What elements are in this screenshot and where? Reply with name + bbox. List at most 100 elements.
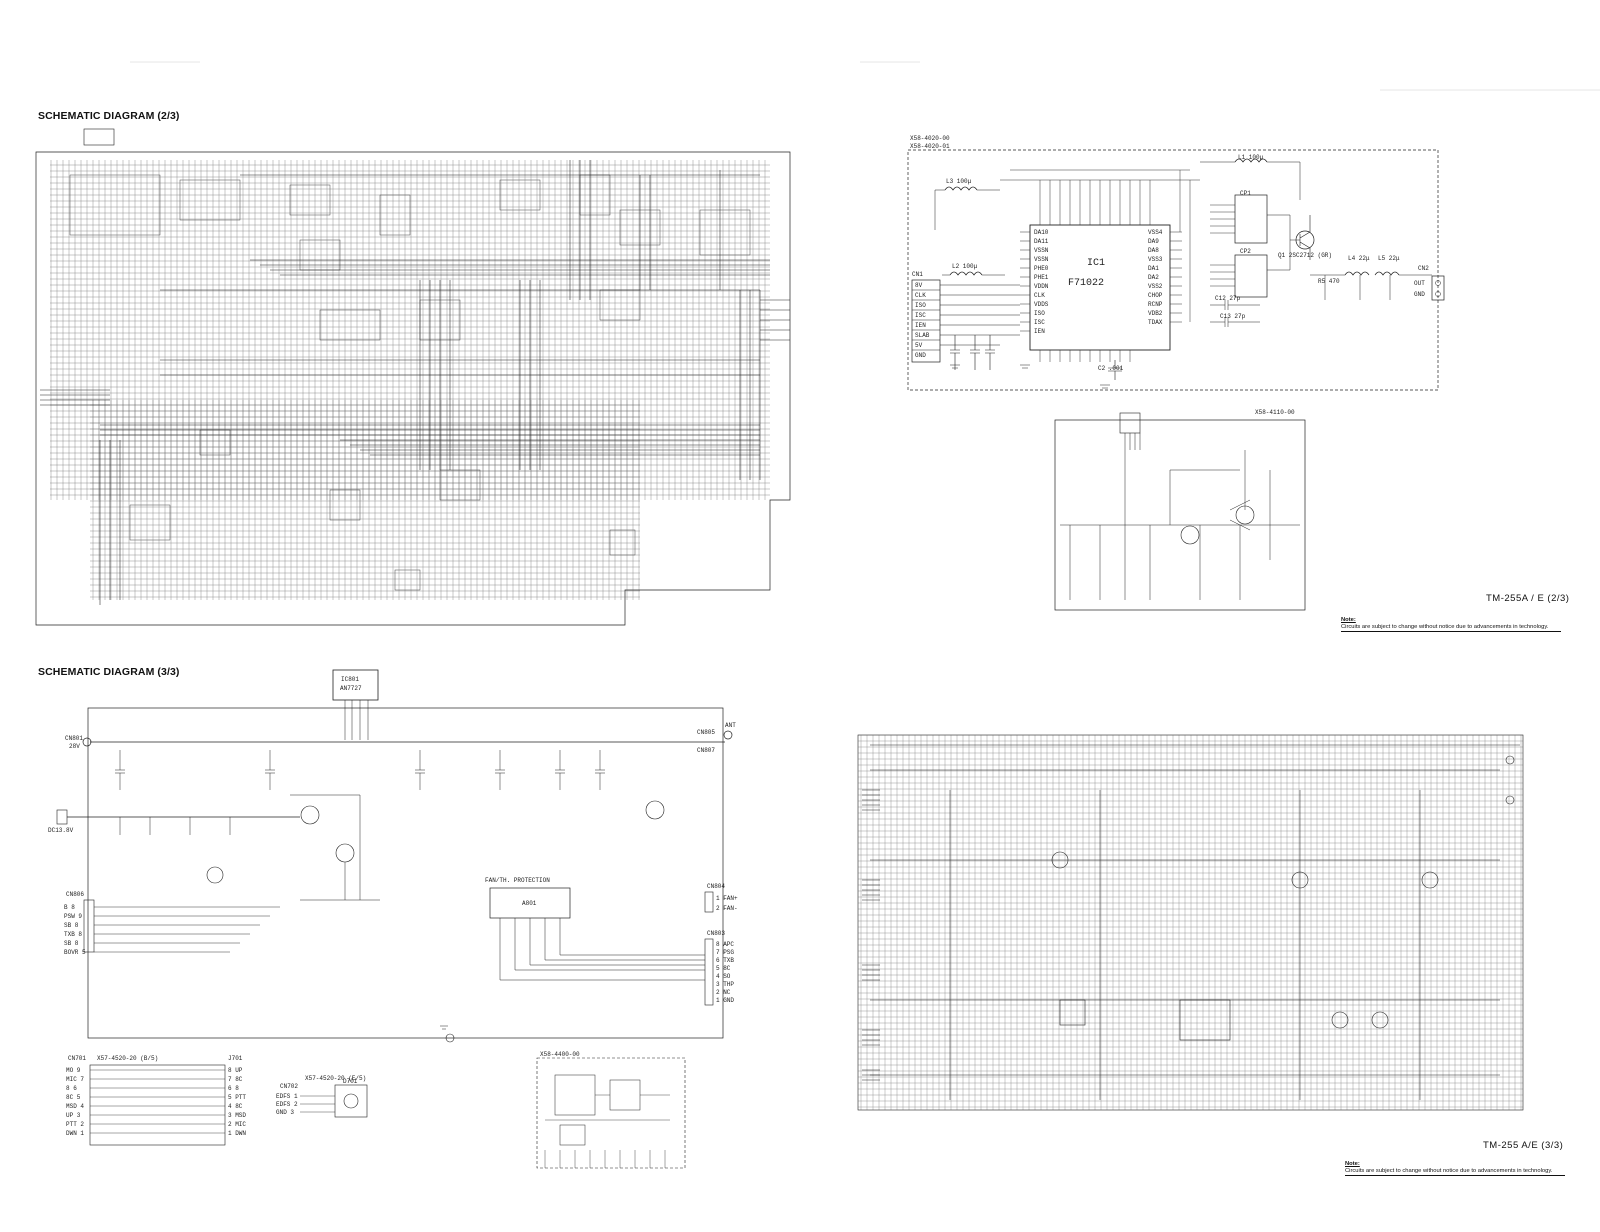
diagram-title-2: SCHEMATIC DIAGRAM (2/3) — [38, 110, 180, 122]
cn803-pin-2: 6 TXB — [716, 957, 734, 964]
q806-transistor — [335, 843, 355, 863]
note-label: Note: — [1345, 1161, 1360, 1167]
j701-pin-2: 6 8 — [228, 1085, 239, 1092]
cn806-connector — [83, 899, 95, 953]
diagram-title-3: SCHEMATIC DIAGRAM (3/3) — [38, 666, 180, 678]
cn1-pin-5: SLAB — [915, 332, 930, 339]
cn701-pin-7: DWN 1 — [66, 1130, 84, 1137]
x58-4110-board: X58-4110-00 — [1054, 409, 1306, 611]
a801-label: A801 — [522, 900, 537, 907]
q801-transistor — [206, 866, 224, 884]
ant-jack — [723, 730, 733, 740]
d701-led — [343, 1093, 359, 1109]
cn702-pin-2: GND 3 — [276, 1109, 294, 1116]
cn806-pin-3: TXB 8 — [64, 931, 82, 938]
x57-board-b-label: X57-4520-20 (E/5) — [305, 1075, 366, 1082]
c12-label: C12 27p — [1215, 295, 1241, 302]
cn1-pin-6: 5V — [915, 342, 923, 349]
cn702-label: CN702 — [280, 1083, 298, 1090]
cn701-pin-1: MIC 7 — [66, 1076, 84, 1083]
cn1-connector — [911, 279, 941, 363]
cn701-pin-5: UP 3 — [66, 1112, 81, 1119]
main-schematic-3-rf — [857, 734, 1524, 1111]
cn803-connector — [704, 938, 714, 1006]
note-block-2: Note: Circuits are subject to change wit… — [1341, 617, 1561, 632]
l5-label: L5 22μ — [1378, 255, 1400, 262]
l3-label: L3 100μ — [946, 178, 972, 185]
ic1-pin-l3: VSSN — [1034, 256, 1049, 263]
j701-pin-3: 5 PTT — [228, 1094, 246, 1101]
cn701-pin-4: MSD 4 — [66, 1103, 84, 1110]
ic1-board: X58-4020-00 X58-4020-01 IC1 F71022 DA10 … — [907, 135, 1445, 391]
cn1-pin-7: GND — [915, 352, 926, 359]
ic1-pin-r1: DA9 — [1148, 238, 1159, 245]
q807-transistor — [645, 800, 665, 820]
l5-inductor — [1374, 271, 1400, 276]
c13-label: C13 27p — [1220, 313, 1246, 320]
cn1-label: CN1 — [912, 271, 923, 278]
cn701-pin-3: 8C 5 — [66, 1094, 81, 1101]
ic801-part: AN7727 — [340, 685, 362, 692]
ic1-pin-l6: VDDN — [1034, 283, 1049, 290]
q-transistor-b — [1235, 505, 1255, 525]
ic1-pin-r9: VDB2 — [1148, 310, 1163, 317]
ic1-pin-r10: TDAX — [1148, 319, 1163, 326]
j701-pin-6: 2 MIC — [228, 1121, 246, 1128]
cn806-pin-2: SB 8 — [64, 922, 79, 929]
j701-pin-1: 7 8C — [228, 1076, 243, 1083]
cn701-pin-0: MO 9 — [66, 1067, 81, 1074]
d701-label: D701 — [343, 1078, 358, 1085]
cn803-pin-3: 5 8C — [716, 965, 731, 972]
ic1-pin-r2: DA8 — [1148, 247, 1159, 254]
dc-input-label: DC13.8V — [48, 827, 74, 834]
x58-4110-outline — [1054, 419, 1306, 611]
ic1-board-id-0: X58-4020-00 — [910, 135, 950, 142]
ic1-pin-r7: CHOP — [1148, 292, 1163, 299]
board-label-box — [83, 128, 115, 146]
cn2-label: CN2 — [1418, 265, 1429, 272]
cn803-pin-0: 8 APC — [716, 941, 734, 948]
ic1-pin-r6: VSS2 — [1148, 283, 1163, 290]
cn804-label: CN804 — [707, 883, 725, 890]
x58-4110-label: X58-4110-00 — [1255, 409, 1295, 416]
l4-inductor — [1344, 271, 1370, 276]
r5-label: R5 470 — [1318, 278, 1340, 285]
cn1-pin-4: IEN — [915, 322, 926, 329]
ic801-label: IC801 — [341, 676, 359, 683]
ic801-box — [332, 669, 379, 701]
ic1-pin-l10: ISC — [1034, 319, 1045, 326]
l1-inductor — [1234, 158, 1268, 163]
ic1-label: IC1 — [1087, 258, 1105, 269]
j701-pin-7: 1 DWN — [228, 1130, 246, 1137]
cn702-pin-1: EDFS 2 — [276, 1101, 298, 1108]
ic1-part: F71022 — [1068, 278, 1104, 289]
ic1-pin-l2: VSSN — [1034, 247, 1049, 254]
j701-label: J701 — [228, 1055, 243, 1062]
j701-pin-5: 3 MSD — [228, 1112, 246, 1119]
cn1-pin-1: CLK — [915, 292, 926, 299]
cn803-pin-4: 4 SO — [716, 973, 731, 980]
ic1-pin-r0: VSS4 — [1148, 229, 1163, 236]
ic1-pin-l11: IEN — [1034, 328, 1045, 335]
ic1-board-id-1: X58-4020-01 — [910, 143, 950, 150]
note-label: Note: — [1341, 617, 1356, 623]
ic1-pin-r5: DA2 — [1148, 274, 1159, 281]
model-label-3: TM-255 A/E (3/3) — [1483, 1140, 1564, 1151]
cn803-pin-5: 3 THP — [716, 981, 734, 988]
j701-pin-0: 8 UP — [228, 1067, 243, 1074]
cn2-pin-0: OUT — [1414, 280, 1425, 287]
q1-label: Q1 2SC2712 (GR) — [1278, 252, 1332, 259]
ic1-pin-l8: VDDS — [1034, 301, 1049, 308]
l4-label: L4 22μ — [1348, 255, 1370, 262]
cn803-label: CN803 — [707, 930, 725, 937]
ic1-board-outline — [907, 149, 1439, 391]
cn804-pin-1: 2 FAN- — [716, 905, 738, 912]
ic1-pin-l7: CLK — [1034, 292, 1045, 299]
cn804-connector — [704, 891, 714, 913]
x58-4400-board: X58-4400-00 — [536, 1051, 686, 1169]
cp1-label: CP1 — [1240, 190, 1251, 197]
cn701-label: CN701 — [68, 1055, 86, 1062]
q805-transistor — [300, 805, 320, 825]
cn702-pin-0: EDFS 1 — [276, 1093, 298, 1100]
